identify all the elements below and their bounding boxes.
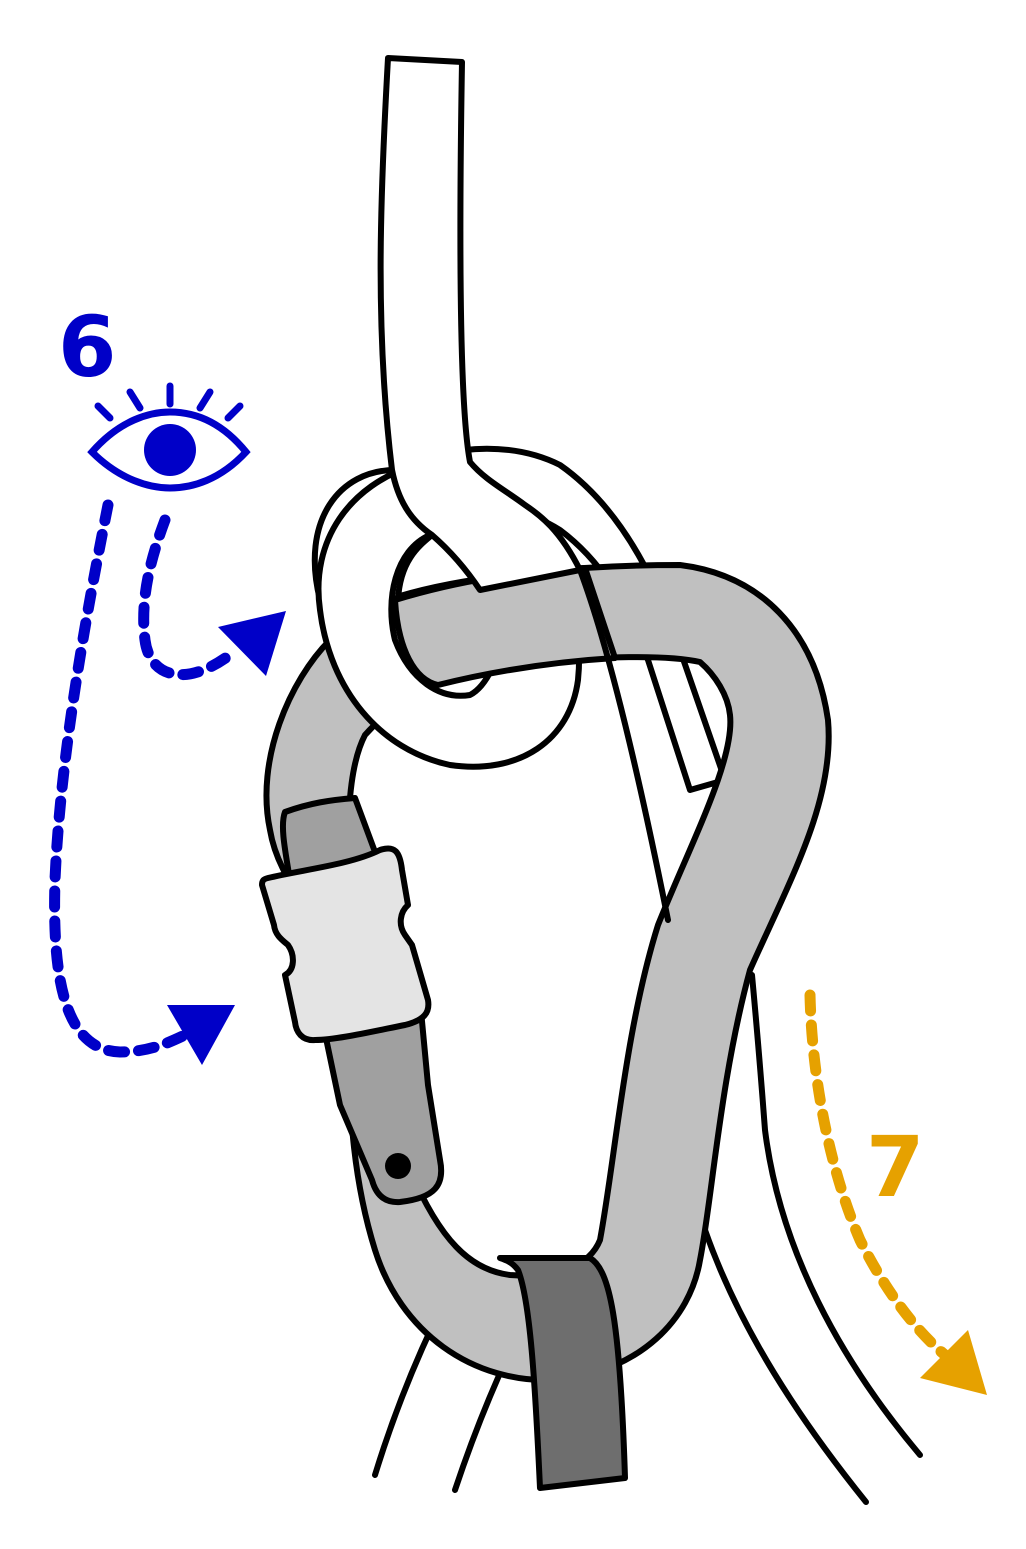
step-7-pull-arrow: [804, 989, 951, 1361]
carabiner: [259, 562, 832, 1384]
arrowhead-lower: [167, 1005, 235, 1065]
arrowhead-upper: [218, 611, 286, 676]
arrowhead-orange: [920, 1330, 987, 1395]
step-6-check-arrows: [49, 499, 286, 1065]
gate-rivet: [385, 1153, 411, 1179]
step-7: 7: [804, 989, 987, 1395]
rope-hitch: [315, 55, 671, 923]
rope-running-part: [577, 567, 671, 923]
eye-icon: [87, 382, 251, 492]
step-7-number: 7: [866, 1118, 924, 1216]
locking-sleeve: [259, 845, 432, 1044]
step-6: 6: [49, 298, 286, 1065]
sling-webbing: [497, 1255, 628, 1491]
step-6-number: 6: [58, 298, 116, 396]
